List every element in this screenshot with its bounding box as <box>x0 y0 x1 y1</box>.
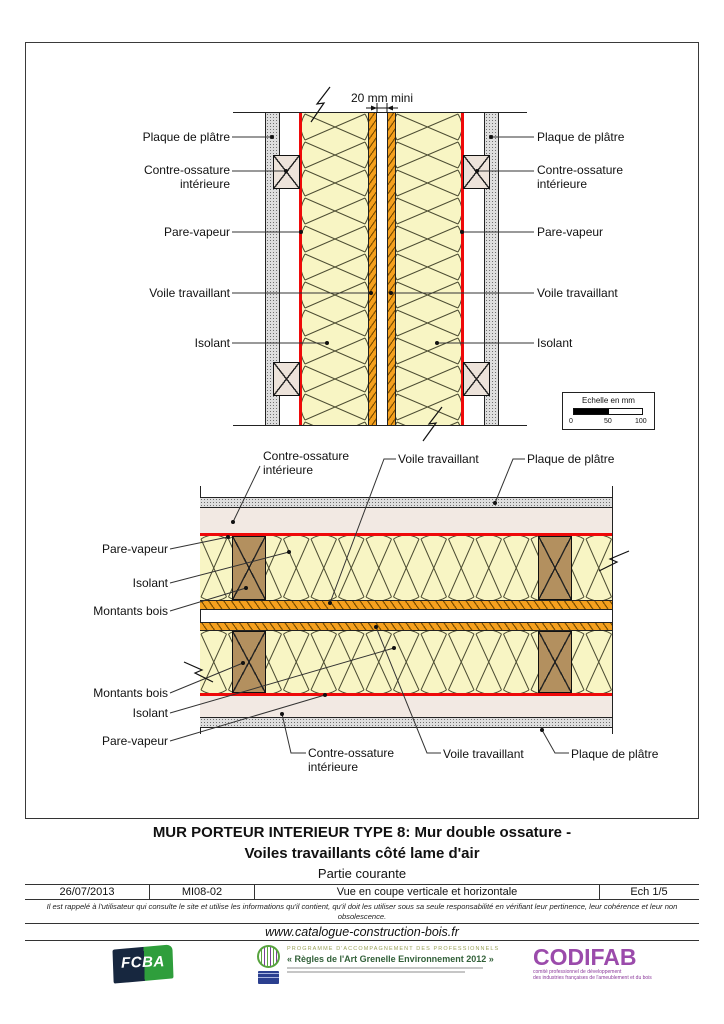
label-plasterboard-bottom: Plaque de plâtre <box>571 747 659 761</box>
view-cell: Vue en coupe verticale et horizontale <box>255 885 600 899</box>
label-osb-right: Voile travaillant <box>537 286 618 300</box>
disclaimer: Il est rappelé à l'utilisateur qui consu… <box>25 899 699 923</box>
website-url: www.catalogue-construction-bois.fr <box>25 923 699 940</box>
label-counterframe-right: Contre-ossature intérieure <box>537 163 624 191</box>
osb-upper-band <box>200 600 612 610</box>
label-plasterboard-left: Plaque de plâtre <box>142 130 230 144</box>
osb-lower-band <box>200 622 612 631</box>
label-plasterboard-top: Plaque de plâtre <box>527 452 615 466</box>
fcba-logo: FCBA <box>112 944 174 984</box>
right-edge-line <box>612 486 613 734</box>
grenelle-emblem-icon <box>257 945 280 968</box>
codifab-tagline2: des industries françaises de l'ameubleme… <box>533 975 652 981</box>
label-osb-bottom: Voile travaillant <box>443 747 524 761</box>
drawing-title-line2: Voiles travaillants côté lame d'air <box>244 845 480 862</box>
insulation-right <box>394 113 461 425</box>
scale-cell: Ech 1/5 <box>630 886 668 898</box>
meta-row: 26/07/2013 MI08-02 Vue en coupe vertical… <box>25 884 699 899</box>
title-area: MUR PORTEUR INTERIEUR TYPE 8: Mur double… <box>25 818 699 884</box>
label-studs-lower: Montants bois <box>93 686 168 700</box>
title-block: MUR PORTEUR INTERIEUR TYPE 8: Mur double… <box>25 818 699 989</box>
scale-tick-0: 0 <box>569 418 573 425</box>
vapor-barrier-top-band <box>200 533 612 536</box>
date-cell: 26/07/2013 <box>25 885 150 899</box>
scale-bar-title: Echelle en mm <box>582 396 635 405</box>
label-insulation-upper: Isolant <box>132 576 168 590</box>
program-logo-line1: PROGRAMME D'ACCOMPAGNEMENT DES PROFESSIO… <box>287 946 500 952</box>
reference-cell: MI08-02 <box>150 885 255 899</box>
program-smallprint-bar <box>287 967 483 969</box>
label-vapor-lower: Pare-vapeur <box>101 734 168 748</box>
program-smallprint-bar <box>287 971 465 973</box>
plasterboard-bottom-band <box>200 717 612 728</box>
drawing-subtitle: Partie courante <box>317 866 407 881</box>
drawing-title-line1: MUR PORTEUR INTERIEUR TYPE 8: Mur double… <box>152 824 572 841</box>
scale-bar: Echelle en mm 0 50 100 <box>562 392 655 430</box>
label-insulation-left: Isolant <box>194 336 230 350</box>
osb-panel-left <box>368 113 377 425</box>
stud-upper-left <box>232 536 266 600</box>
insulation-left <box>302 113 368 425</box>
batten-right-lower <box>463 362 490 396</box>
label-osb-left: Voile travaillant <box>149 286 230 300</box>
batten-left-upper <box>273 155 300 189</box>
scale-tick-50: 50 <box>604 418 612 425</box>
counterframe-top-band <box>200 508 612 533</box>
plasterboard-top-band <box>200 497 612 508</box>
program-logo: PROGRAMME D'ACCOMPAGNEMENT DES PROFESSIO… <box>257 944 500 988</box>
label-counterframe-bottom: Contre-ossature intérieure <box>308 746 395 774</box>
scale-tick-100: 100 <box>635 418 647 425</box>
codifab-logo: CODIFAB comité professionnel de développ… <box>533 945 703 981</box>
label-plasterboard-right: Plaque de plâtre <box>537 130 625 144</box>
bottom-cut-line <box>233 425 527 426</box>
codifab-logo-text: CODIFAB <box>533 944 637 970</box>
label-vapor-barrier-left: Pare-vapeur <box>163 225 230 239</box>
osb-panel-right <box>387 113 396 425</box>
program-logo-line2: « Règles de l'Art Grenelle Environnement… <box>287 954 494 964</box>
scale-bar-gauge <box>573 408 643 415</box>
logo-row: FCBA PROGRAMME D'ACCOMPAGNEMENT DES PROF… <box>25 940 699 989</box>
batten-left-lower <box>273 362 300 396</box>
label-insulation-lower: Isolant <box>132 706 168 720</box>
dimension-label: 20 mm mini <box>350 91 413 105</box>
fcba-logo-text: FCBA <box>120 953 166 972</box>
stud-upper-right <box>538 536 572 600</box>
label-counterframe-top: Contre-ossature intérieure <box>263 449 350 477</box>
stud-lower-right <box>538 631 572 693</box>
codifab-tagline1: comité professionnel de développement <box>533 969 622 975</box>
label-insulation-right: Isolant <box>537 336 573 350</box>
stud-lower-left <box>232 631 266 693</box>
batten-right-upper <box>463 155 490 189</box>
label-studs-upper: Montants bois <box>93 604 168 618</box>
label-counterframe-left: Contre-ossature intérieure <box>143 163 230 191</box>
counterframe-bottom-band <box>200 696 612 717</box>
label-vapor-upper: Pare-vapeur <box>101 542 168 556</box>
label-osb-top: Voile travaillant <box>398 452 479 466</box>
label-vapor-barrier-right: Pare-vapeur <box>537 225 604 239</box>
certification-stamp-icon <box>258 971 279 984</box>
